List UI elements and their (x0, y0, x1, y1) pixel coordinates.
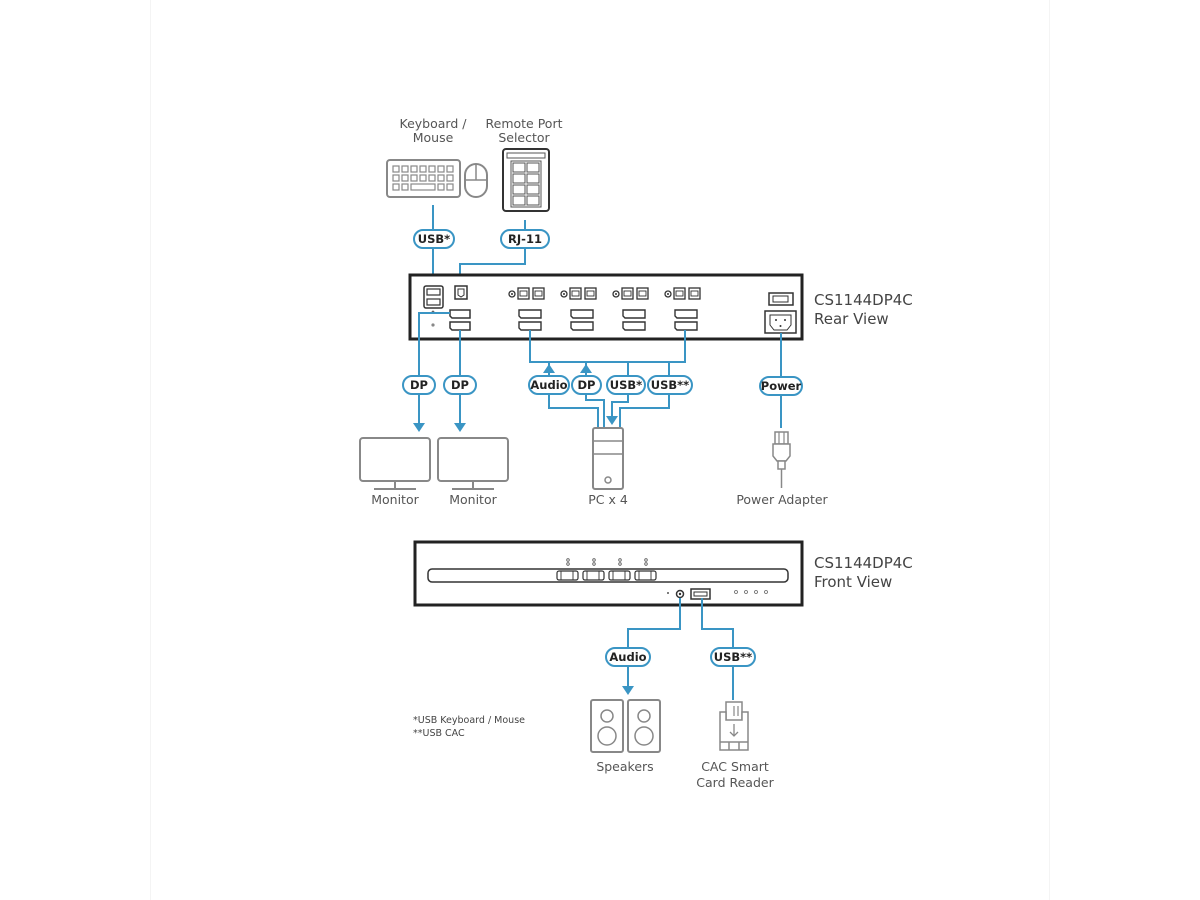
rear-view-title: Rear View (814, 310, 889, 328)
pill-rj11: RJ-11 (500, 229, 550, 249)
footnote-usb-cac: **USB CAC (413, 728, 465, 739)
svg-text:USB**: USB** (651, 378, 689, 392)
svg-text:USB**: USB** (714, 650, 752, 664)
speakers-icon (590, 699, 661, 753)
pc-port-group-2 (560, 287, 597, 331)
cable-pc-usb (611, 362, 629, 418)
pc-label: PC x 4 (588, 492, 628, 507)
mouse-icon (464, 163, 488, 198)
arrow-down-icon (454, 423, 466, 432)
cac-card-reader-icon (719, 701, 749, 751)
port-select-button-2[interactable] (582, 558, 605, 581)
pill-pc-usb: USB* (606, 375, 646, 395)
remote-port-selector-icon (502, 148, 550, 212)
power-plug-icon (772, 431, 791, 488)
pc-port-group-3 (612, 287, 649, 331)
monitor-icon (437, 437, 509, 490)
cac-reader-label-1: CAC Smart (701, 759, 769, 774)
keyboard-icon (386, 159, 461, 198)
cable-front-audio (627, 598, 681, 688)
front-port-buttons (556, 558, 657, 581)
rear-panel (408, 273, 804, 341)
pill-front-usb-cac: USB** (710, 647, 756, 667)
pc-port-group-4 (664, 287, 701, 331)
pc-port-group-1 (508, 287, 545, 331)
monitor-icon (359, 437, 431, 490)
pc-tower-icon (592, 427, 624, 490)
pill-pc-audio: Audio (528, 375, 570, 395)
arrow-down-icon (413, 423, 425, 432)
pill-front-audio: Audio (605, 647, 651, 667)
power-adapter-label: Power Adapter (736, 492, 828, 507)
pill-dp-2: DP (443, 375, 477, 395)
pill-power: Power (759, 376, 803, 396)
footnote-usb-keyboard: *USB Keyboard / Mouse (413, 715, 525, 726)
port-select-button-4[interactable] (634, 558, 657, 581)
keyboard-mouse-label-1: Keyboard / (400, 116, 468, 131)
monitor-2-label: Monitor (449, 492, 497, 507)
pill-usb-keyboard: USB* (413, 229, 455, 249)
port-select-button-1[interactable] (556, 558, 579, 581)
pill-dp-1: DP (402, 375, 436, 395)
svg-text:USB*: USB* (610, 378, 642, 392)
svg-text:DP: DP (578, 378, 596, 392)
remote-port-selector-label-1: Remote Port (486, 116, 563, 131)
remote-port-selector-label-2: Selector (498, 130, 550, 145)
svg-text:Audio: Audio (530, 378, 567, 392)
keyboard-mouse-label-2: Mouse (413, 130, 454, 145)
pc-port-groups (508, 287, 701, 331)
cable-pc-bus (529, 330, 686, 363)
cac-reader-label-2: Card Reader (696, 775, 774, 790)
front-panel (413, 540, 804, 607)
arrow-down-icon (622, 686, 634, 695)
svg-text:USB*: USB* (418, 232, 450, 246)
svg-text:Audio: Audio (609, 650, 646, 664)
svg-text:DP: DP (410, 378, 428, 392)
rear-view-model: CS1144DP4C (814, 291, 913, 309)
port-select-button-3[interactable] (608, 558, 631, 581)
front-io (667, 588, 768, 600)
pill-pc-dp: DP (571, 375, 602, 395)
pill-pc-usb-cac: USB** (647, 375, 693, 395)
power-section (764, 292, 797, 334)
svg-text:DP: DP (451, 378, 469, 392)
arrow-down-icon (606, 416, 618, 425)
monitor-1-label: Monitor (371, 492, 419, 507)
speakers-label: Speakers (596, 759, 653, 774)
arrow-up-icon (543, 364, 555, 373)
arrow-up-icon (580, 364, 592, 373)
cable-pc-usb-cac (619, 362, 670, 430)
svg-text:Power: Power (761, 379, 802, 393)
front-view-title: Front View (814, 573, 892, 591)
svg-text:RJ-11: RJ-11 (508, 232, 542, 246)
front-view-model: CS1144DP4C (814, 554, 913, 572)
